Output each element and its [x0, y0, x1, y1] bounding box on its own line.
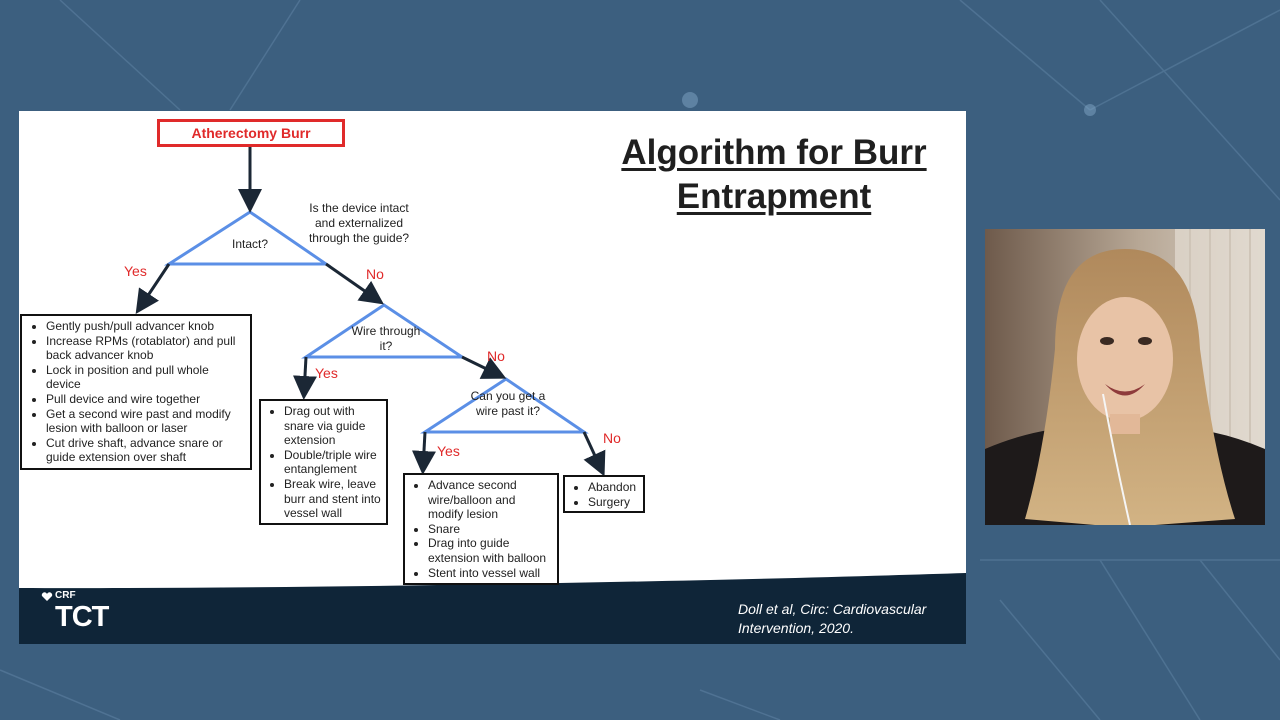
citation-line-2: Intervention, 2020. — [738, 620, 854, 636]
decision-intact-shape — [163, 210, 331, 266]
question-note: Is the device intact and externalized th… — [308, 201, 410, 245]
box-intact-yes: Gently push/pull advancer knob Increase … — [20, 314, 252, 470]
list-item: Stent into vessel wall — [428, 566, 554, 581]
list-item: Abandon — [588, 480, 640, 495]
list-item: Surgery — [588, 495, 640, 510]
list-item: Snare — [428, 522, 554, 537]
decision-wire-shape — [301, 303, 467, 359]
slide: Algorithm for Burr Entrapment Atherectom… — [19, 111, 966, 644]
no-label-past: No — [603, 430, 621, 446]
citation-line-1: Doll et al, Circ: Cardiovascular — [738, 601, 927, 617]
yes-label-intact: Yes — [124, 263, 147, 279]
list-item: Double/triple wire entanglement — [284, 448, 383, 477]
box-past-no: Abandon Surgery — [563, 475, 645, 513]
no-label-wire: No — [487, 348, 505, 364]
list-item: Drag out with snare via guide extension — [284, 404, 383, 448]
yes-label-wire: Yes — [315, 365, 338, 381]
list-item: Increase RPMs (rotablator) and pull back… — [46, 334, 246, 363]
crf-logo-text: CRF — [55, 590, 76, 601]
list-item: Cut drive shaft, advance snare or guide … — [46, 436, 246, 465]
no-label-intact: No — [366, 266, 384, 282]
decision-past-shape — [419, 377, 589, 434]
crf-heart-icon — [41, 592, 53, 601]
yes-label-past: Yes — [437, 443, 460, 459]
decision-intact-label: Intact? — [231, 237, 269, 251]
start-box-atherectomy-burr: Atherectomy Burr — [157, 119, 345, 147]
slide-title: Algorithm for Burr Entrapment — [621, 133, 927, 216]
flowchart-connectors — [19, 147, 966, 644]
list-item: Lock in position and pull whole device — [46, 363, 246, 392]
list-item: Get a second wire past and modify lesion… — [46, 407, 246, 436]
list-item: Gently push/pull advancer knob — [46, 319, 246, 334]
presenter-video-frame — [985, 229, 1265, 525]
list-item: Break wire, leave burr and stent into ve… — [284, 477, 383, 521]
decision-wire-label: Wire through it? — [351, 324, 421, 353]
list-item: Drag into guide extension with balloon — [428, 536, 554, 565]
box-wire-yes: Drag out with snare via guide extension … — [259, 399, 388, 525]
citation: Doll et al, Circ: Cardiovascular Interve… — [738, 600, 926, 638]
footer-band — [19, 573, 966, 644]
list-item: Advance second wire/balloon and modify l… — [428, 478, 554, 522]
decision-past-label: Can you get a wire past it? — [470, 389, 546, 418]
tct-logo: TCT — [55, 601, 109, 633]
presenter-video — [985, 229, 1265, 525]
list-item: Pull device and wire together — [46, 392, 246, 407]
box-past-yes: Advance second wire/balloon and modify l… — [403, 473, 559, 585]
